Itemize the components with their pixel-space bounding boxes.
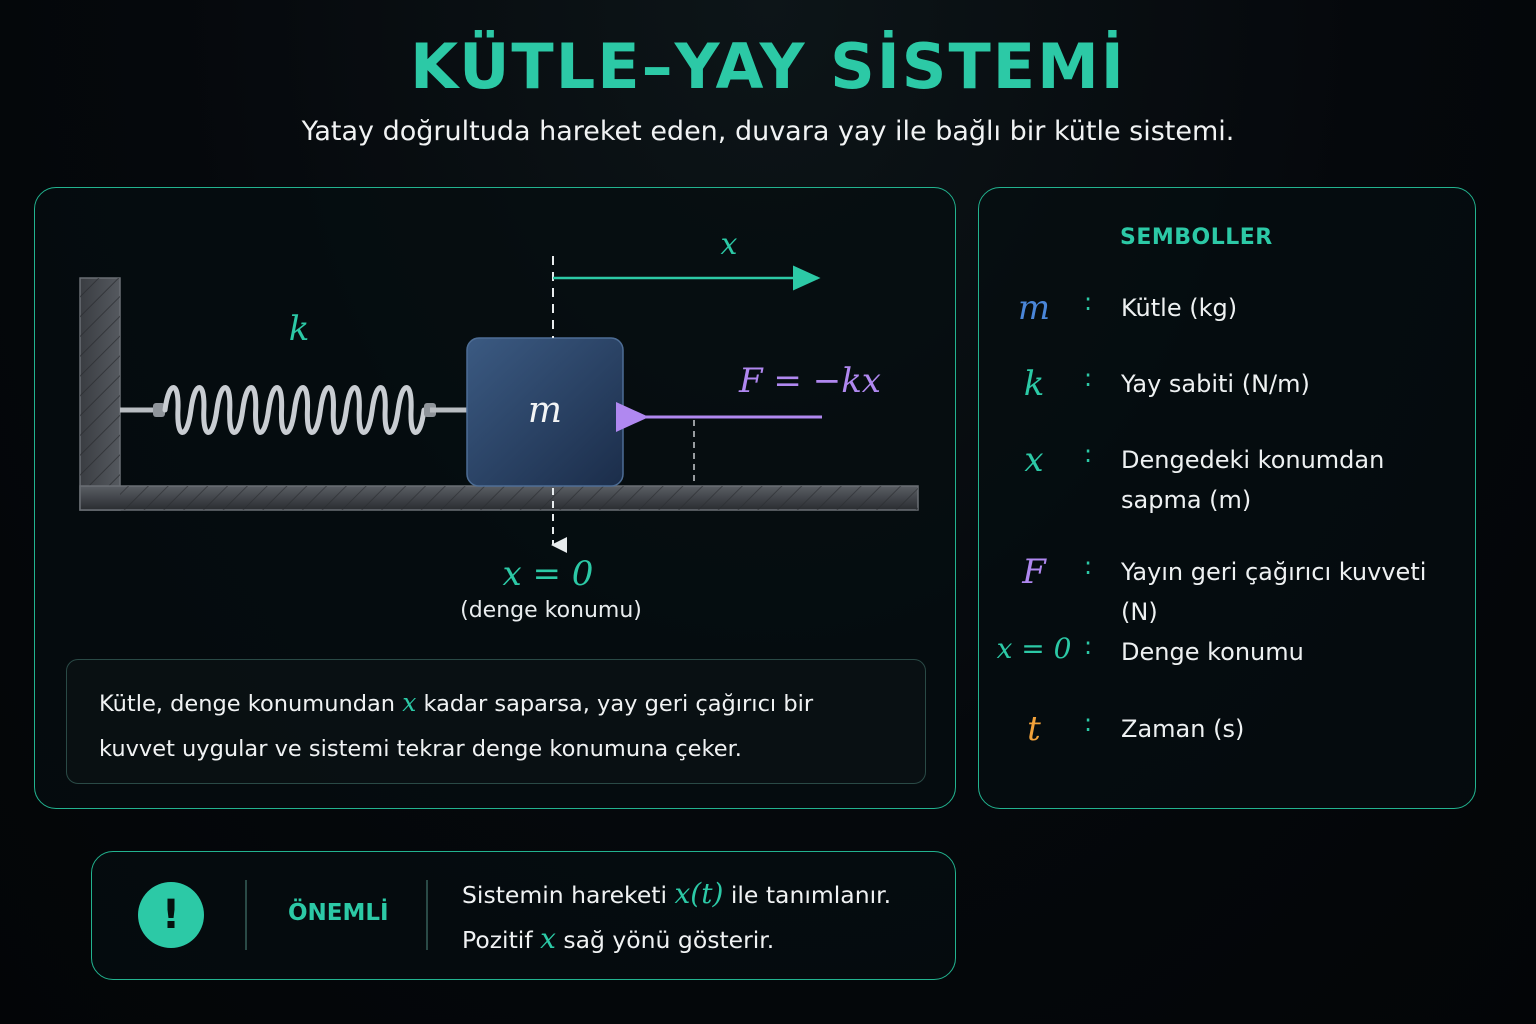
symbol-equilibrium: x = 0	[996, 632, 1072, 665]
note-line-2-before: Pozitif	[462, 926, 541, 954]
symbol-mass: m	[1017, 288, 1051, 328]
note-line-1-before: Sistemin hareketi	[462, 881, 675, 909]
symbol-colon: :	[1084, 632, 1093, 660]
symbol-row-spring-constant: k : Yay sabiti (N/m)	[990, 364, 1470, 424]
symbol-row-time: t : Zaman (s)	[990, 709, 1470, 769]
symbol-spring-constant: k	[1023, 364, 1045, 404]
note-line-1-after: ile tanımlanır.	[723, 881, 892, 909]
explanation-text-after: kadar saparsa, yay geri çağırıcı bir kuv…	[99, 691, 814, 762]
explanation-symbol: x	[402, 688, 417, 717]
note-text: Sistemin hareketi x(t) ile tanımlanır. P…	[462, 872, 891, 962]
note-line-2-after: sağ yönü gösterir.	[555, 926, 775, 954]
displacement-label: x	[721, 227, 738, 262]
mass-label: m	[528, 390, 562, 431]
symbol-colon: :	[1084, 364, 1093, 392]
note-label: ÖNEMLİ	[288, 900, 389, 926]
symbol-description: Yay sabiti (N/m)	[1121, 370, 1310, 398]
symbol-force: F	[1022, 552, 1046, 592]
symbol-description: Dengedeki konumdan sapma (m)	[1121, 446, 1385, 514]
floor	[79, 485, 919, 511]
note-line-1: Sistemin hareketi x(t) ile tanımlanır.	[462, 872, 891, 917]
symbol-time: t	[1027, 709, 1041, 749]
symbol-colon: :	[1084, 288, 1093, 316]
symbol-colon: :	[1084, 440, 1093, 468]
note-divider	[426, 880, 428, 950]
note-line-1-symbol: x(t)	[674, 877, 724, 910]
symbol-description: Kütle (kg)	[1121, 294, 1238, 322]
symbol-displacement: x	[1024, 440, 1044, 480]
symbol-row-equilibrium: x = 0 : Denge konumu	[990, 632, 1470, 692]
symbols-panel	[978, 187, 1476, 809]
note-line-2: Pozitif x sağ yönü gösterir.	[462, 917, 891, 962]
explanation-text-before: Kütle, denge konumundan	[99, 691, 403, 717]
note-divider	[245, 880, 247, 950]
force-label: F = −kx	[738, 361, 881, 401]
symbol-colon: :	[1084, 709, 1093, 737]
explanation-box: Kütle, denge konumundan x kadar saparsa,…	[66, 659, 926, 784]
equilibrium-caption: (denge konumu)	[460, 598, 642, 623]
symbol-row-displacement: x : Dengedeki konumdan sapma (m)	[990, 440, 1470, 514]
symbol-colon: :	[1084, 552, 1093, 580]
symbol-description: Denge konumu	[1121, 638, 1304, 666]
important-note-panel	[91, 851, 956, 980]
spring	[120, 385, 468, 435]
equilibrium-label: x = 0	[503, 554, 594, 594]
page-subtitle: Yatay doğrultuda hareket eden, duvara ya…	[301, 116, 1235, 147]
symbols-heading: SEMBOLLER	[1120, 225, 1273, 250]
symbol-description: Yayın geri çağırıcı kuvveti (N)	[1121, 558, 1427, 626]
spring-constant-label: k	[289, 309, 310, 349]
symbol-description: Zaman (s)	[1121, 715, 1245, 743]
exclamation-icon: !	[138, 882, 204, 948]
symbol-row-force: F : Yayın geri çağırıcı kuvveti (N)	[990, 552, 1470, 626]
note-line-2-symbol: x	[540, 922, 556, 955]
wall	[79, 277, 121, 511]
symbol-row-mass: m : Kütle (kg)	[990, 288, 1470, 348]
page-title: KÜTLE–YAY SİSTEMİ	[410, 30, 1126, 103]
